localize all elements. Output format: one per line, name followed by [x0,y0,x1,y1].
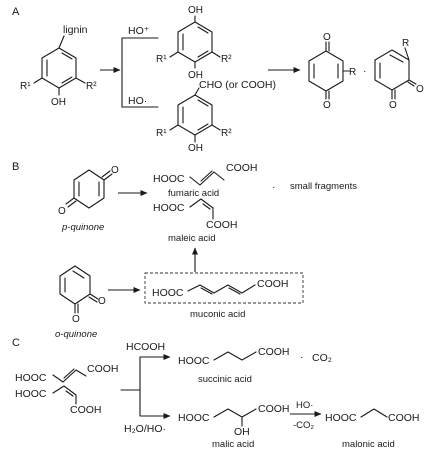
o-quinone-label: o-quinone [55,329,97,340]
hydroquinone-r2: R² [221,54,232,65]
hydroquinone-structure [169,15,221,69]
reaction-bracket-c [120,354,171,419]
maleic-acid-label: maleic acid [168,233,216,244]
p-quinone-o-top: O [323,32,331,43]
phenolic-aldehyde-structure [169,87,221,143]
aldehyde-oh: OH [188,143,203,154]
c-fumaric-hooc: HOOC [15,372,47,384]
malic-acid-label: malic acid [212,439,254,450]
malic-acid-structure [213,408,257,427]
lignin-label: lignin [63,24,88,36]
c-ho-radical-label: HO· [296,400,313,411]
hcooh-label: HCOOH [126,341,165,353]
maleic-cooh: COOH [206,219,238,231]
aldehyde-r2: R² [221,128,232,139]
panel-label-a: A [12,6,20,18]
fumaric-cooh: COOH [226,162,258,174]
co2-label: CO₂ [312,352,332,364]
malonic-cooh: COOH [388,412,420,424]
cho-or-cooh-label: CHO (or COOH) [199,79,276,91]
p-quinone-label: p-quinone [61,222,104,233]
p-quinone-o-right: O [111,165,119,176]
minus-co2-label: -CO₂ [293,420,314,431]
malic-hooc: HOOC [178,412,210,424]
fumaric-acid-label: fumaric acid [168,188,219,199]
plus-dot-b: · [272,181,276,193]
succinic-hooc: HOOC [178,355,210,367]
p-quinone-o-bottom: O [323,100,331,111]
malonic-acid-structure [360,408,388,418]
muconic-hooc: HOOC [152,287,184,299]
fumaric-acid-structure [189,170,225,186]
muconic-cooh: COOH [257,278,289,290]
p-quinone-structure [65,169,113,209]
hydroquinone-r1: R¹ [156,54,167,65]
c-fumaric-cooh: COOH [87,363,119,375]
ho-plus-label: HO⁺ [128,25,150,37]
p-quinone-r: R [349,67,356,78]
succinic-cooh: COOH [258,346,290,358]
maleic-hooc: HOOC [153,202,185,214]
o-quinone-o-right: O [416,84,424,95]
malonic-hooc: HOOC [325,412,357,424]
aldehyde-r1: R¹ [156,128,167,139]
o-quinone-structure [59,265,99,314]
o-quinone-o-bottom-b: O [72,314,80,325]
malonic-acid-label: malonic acid [342,439,395,450]
o-quinone-o-right-b: O [98,296,106,307]
hydroquinone-oh-bottom: OH [188,70,203,81]
small-fragments-label: small fragments [290,181,357,192]
plus-dot-c: · [300,351,304,363]
muconic-acid-box [144,272,304,304]
fumaric-hooc: HOOC [153,173,185,185]
r2-label: R² [86,81,97,92]
lignin-phenol-structure [33,35,86,96]
p-quinone-o-left: O [58,206,66,217]
plus-dot-a: · [363,65,367,77]
c-maleic-cooh: COOH [70,404,102,416]
r1-label: R¹ [20,81,31,92]
h2o-ho-label: H₂O/HO· [124,423,166,435]
maleic-acid-structure [189,198,214,220]
oxidation-bracket [100,37,159,108]
substituted-o-quinone-structure [374,47,417,100]
muconic-acid-structure [187,284,256,295]
panel-label-c: C [12,337,20,349]
hydroquinone-oh-top: OH [188,5,203,16]
fumaric-acid-structure-c [52,368,87,383]
c-maleic-hooc: HOOC [15,388,47,400]
o-quinone-r: R [402,38,409,49]
oh-label: OH [51,97,66,108]
ho-radical-label-a: HO· [128,95,147,107]
succinic-acid-label: succinic acid [198,374,252,385]
succinic-acid-structure [213,351,257,361]
muconic-acid-label: muconic acid [190,309,245,320]
panel-label-b: B [12,161,19,173]
maleic-acid-structure-c [52,385,77,405]
substituted-p-quinone-structure [308,41,351,100]
o-quinone-o-bottom: O [389,100,397,111]
malic-oh: OH [234,426,250,438]
malic-cooh: COOH [258,403,290,415]
